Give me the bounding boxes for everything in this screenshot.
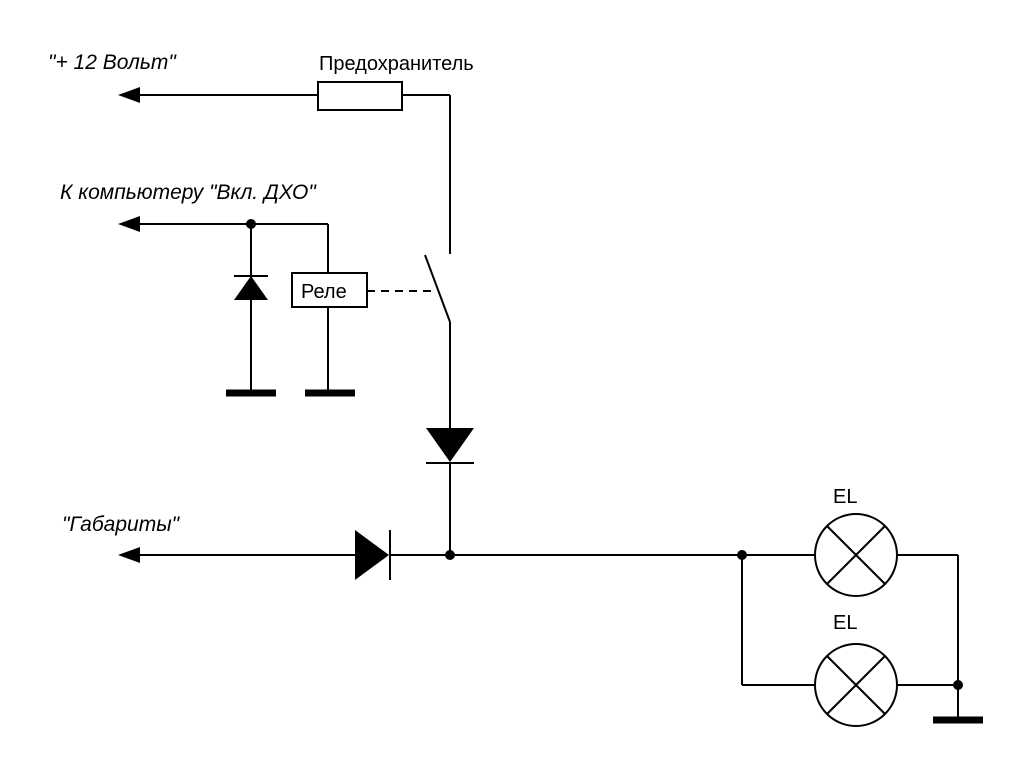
junction-dot xyxy=(445,550,455,560)
diode-computer-branch xyxy=(234,275,268,300)
lamp-2 xyxy=(814,643,898,727)
plus12-label: "+ 12 Вольт" xyxy=(48,51,177,74)
fuse xyxy=(317,81,403,111)
plus12-arrow xyxy=(118,87,140,103)
gabarity-line xyxy=(118,530,815,686)
relay-label: Реле xyxy=(301,281,347,303)
relay-box xyxy=(291,272,368,308)
fuse-label: Предохранитель xyxy=(319,53,474,75)
lamp-1-label: EL xyxy=(833,486,857,508)
computer-line xyxy=(118,216,329,393)
diode-vertical xyxy=(426,428,474,554)
plus12-line xyxy=(118,87,451,254)
gabarity-arrow xyxy=(118,547,140,563)
lamp-2-label: EL xyxy=(833,612,857,634)
lamp-1 xyxy=(814,513,898,597)
computer-label: К компьютеру "Вкл. ДХО" xyxy=(60,181,317,204)
lamps-return xyxy=(897,554,963,720)
diode-horizontal xyxy=(355,530,389,580)
gabarity-label: "Габариты" xyxy=(62,513,181,536)
computer-arrow xyxy=(118,216,140,232)
junction-dot xyxy=(953,680,963,690)
relay-switch-contact xyxy=(424,254,451,323)
